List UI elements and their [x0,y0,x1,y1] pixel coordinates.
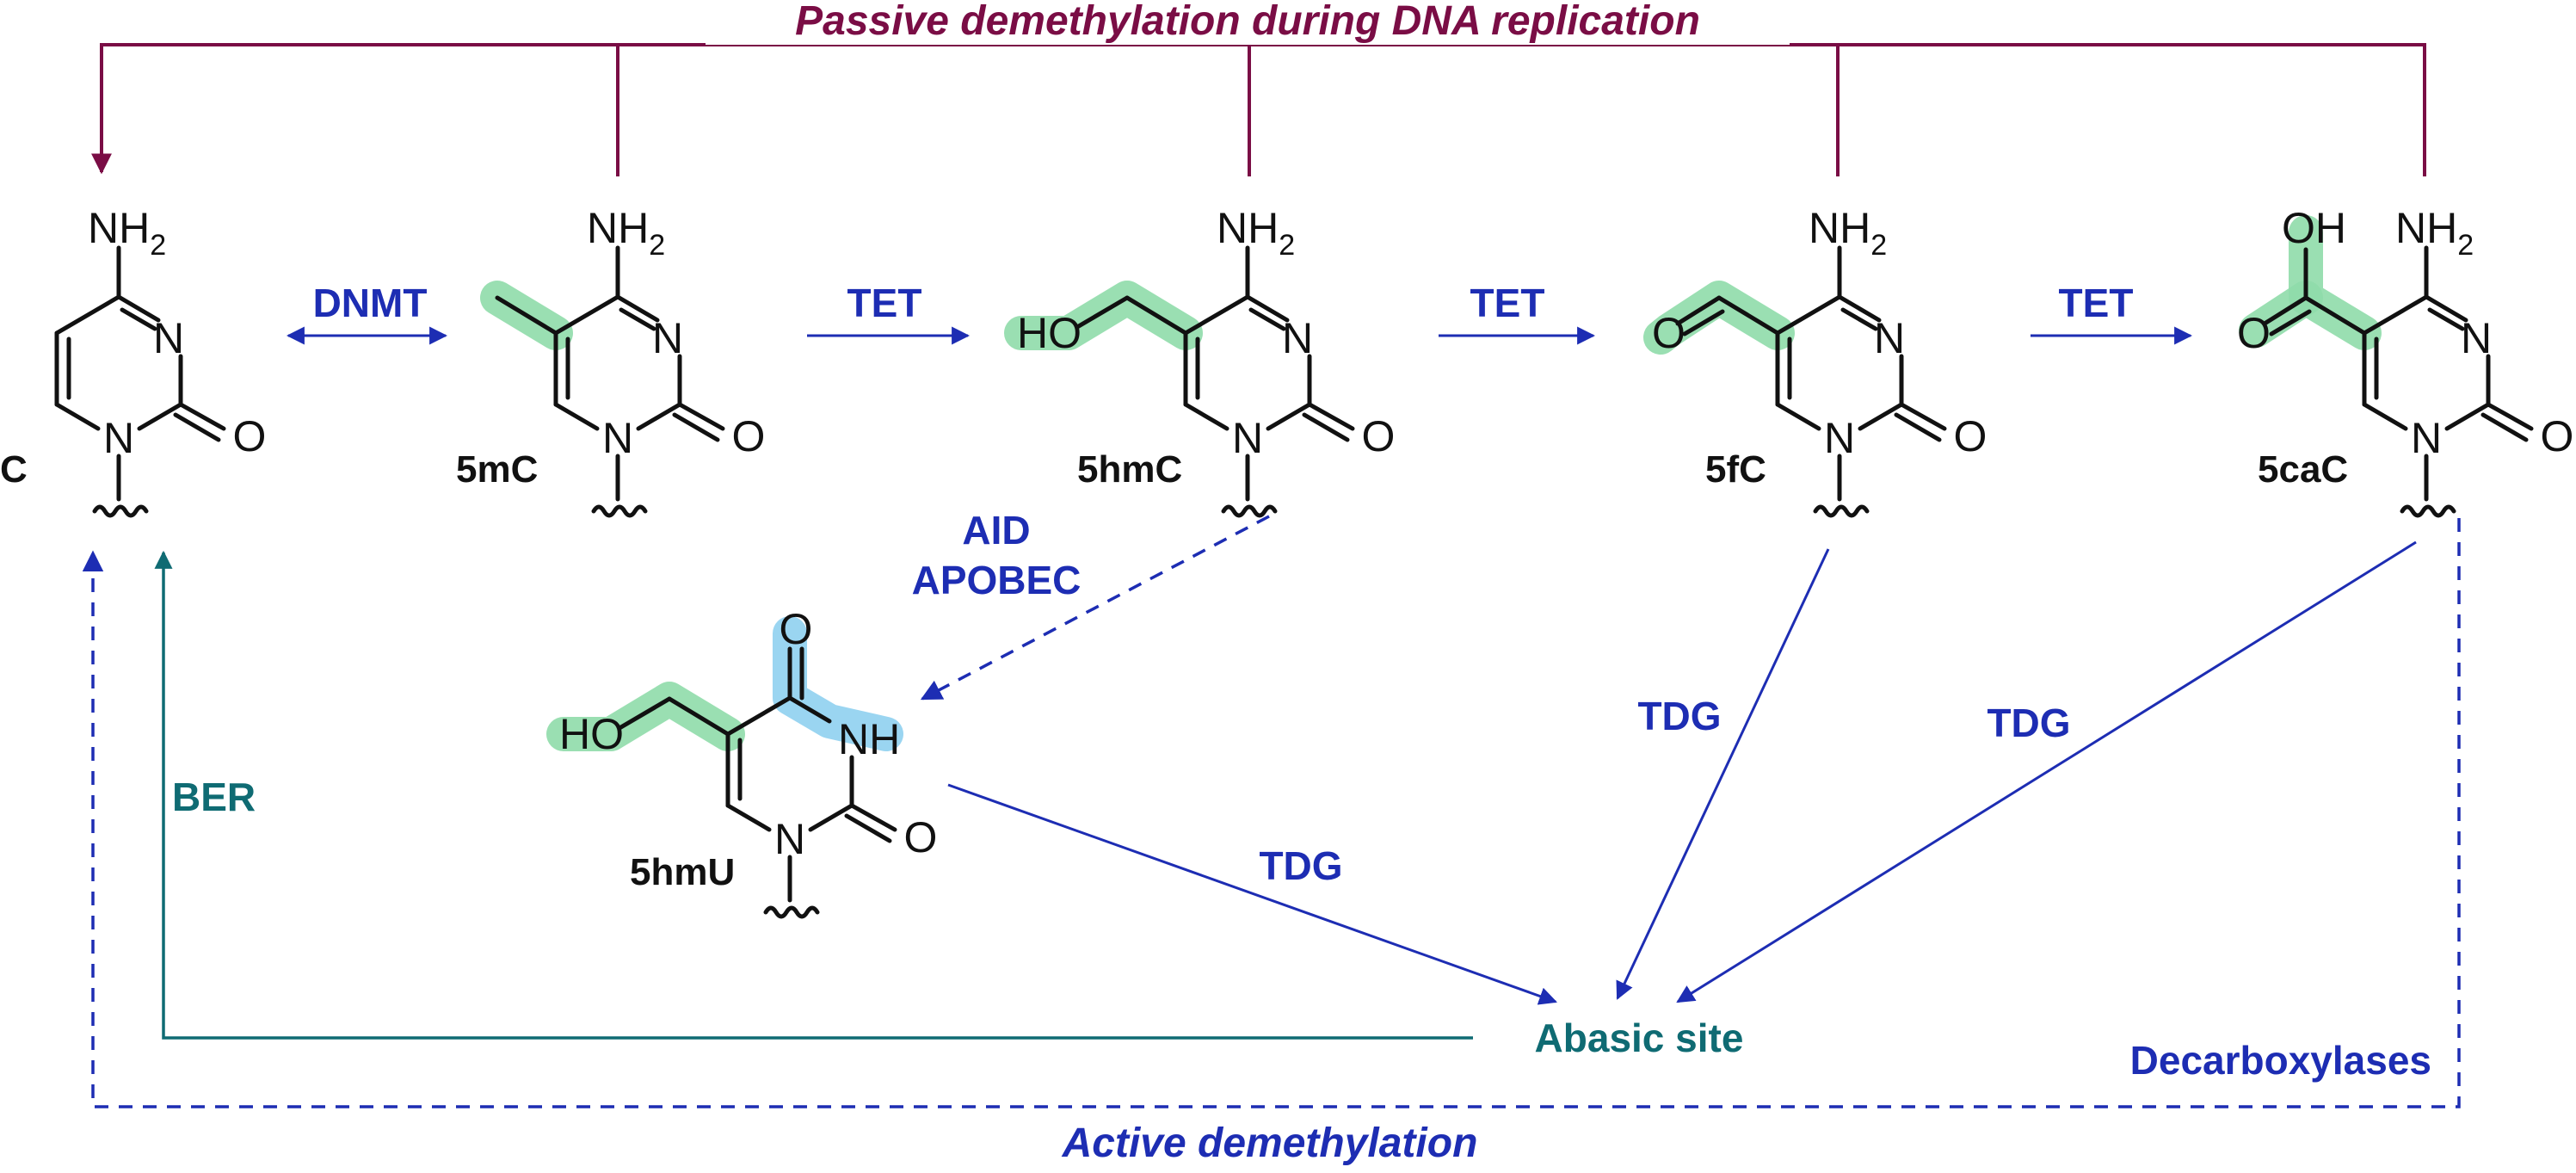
svg-text:N: N [774,815,805,863]
svg-text:O: O [1954,412,1987,460]
svg-text:HO: HO [1017,309,1082,357]
aid-apobec-pathway: AID APOBEC [912,508,1270,701]
enzyme-tdg-5fc: TDG [1637,694,1721,738]
svg-text:O: O [732,412,766,460]
svg-text:N: N [2411,414,2442,462]
svg-text:N: N [153,314,184,362]
active-title: Active demethylation [1062,1121,1478,1166]
enzyme-apobec: APOBEC [912,558,1082,602]
svg-text:O: O [1652,309,1685,357]
enzyme-tet-3: TET [2059,281,2134,325]
label-5mc: 5mC [456,448,538,491]
svg-text:N: N [1232,414,1263,462]
enzyme-tdg-5cac: TDG [1987,701,2070,745]
svg-text:NH2: NH2 [1809,204,1887,262]
svg-text:O: O [780,605,813,653]
svg-text:OH: OH [2282,204,2346,252]
svg-text:N: N [1874,314,1905,362]
svg-text:NH2: NH2 [2395,204,2474,262]
svg-text:NH2: NH2 [587,204,665,262]
enzyme-decarboxylases: Decarboxylases [2130,1038,2431,1083]
label-5cac: 5caC [2258,448,2348,491]
compound-5cac: O OH NH2 N O N [2237,204,2573,516]
ber-pathway: Abasic site BER [154,550,1744,1060]
svg-text:N: N [1824,414,1855,462]
enzyme-aid: AID [962,508,1030,553]
label-c: C [0,448,28,491]
enzyme-dnmt: DNMT [313,281,428,325]
compound-5fc: O NH2 N O N [1643,204,1987,516]
enzyme-ber: BER [172,775,256,819]
svg-text:N: N [103,414,134,462]
compound-5hmc: HO NH2 N O N [1004,204,1396,516]
label-5hmc: 5hmC [1077,448,1182,491]
svg-text:NH2: NH2 [1217,204,1295,262]
svg-text:N: N [1282,314,1313,362]
svg-text:NH2: NH2 [88,204,166,262]
passive-title: Passive demethylation during DNA replica… [795,0,1700,44]
compound-5hmu: HO O NH O N [546,605,938,919]
svg-text:HO: HO [559,710,624,758]
passive-pathway: Passive demethylation during DNA replica… [91,0,2426,176]
svg-text:O: O [1362,412,1396,460]
enzyme-tdg-5hmu: TDG [1259,843,1342,888]
enzyme-tet-2: TET [1470,281,1545,325]
forward-arrows: DNMT TET TET TET [286,281,2193,345]
label-5hmu: 5hmU [630,851,735,893]
svg-text:O: O [233,412,267,460]
svg-text:N: N [2461,314,2492,362]
svg-text:O: O [2237,309,2271,357]
svg-text:N: N [652,314,683,362]
svg-text:NH: NH [838,715,900,763]
compound-5mc: NH2 N O N [480,204,766,516]
compound-c: NH2 N O N [57,204,266,516]
enzyme-tet-1: TET [847,281,922,325]
active-pathway: Decarboxylases Active demethylation [82,518,2461,1170]
svg-text:N: N [602,414,633,462]
svg-text:O: O [2541,412,2574,460]
label-5fc: 5fC [1705,448,1766,491]
tdg-arrows: TDG TDG TDG [947,540,2417,1005]
svg-text:O: O [904,813,938,861]
abasic-site-label: Abasic site [1535,1016,1744,1060]
